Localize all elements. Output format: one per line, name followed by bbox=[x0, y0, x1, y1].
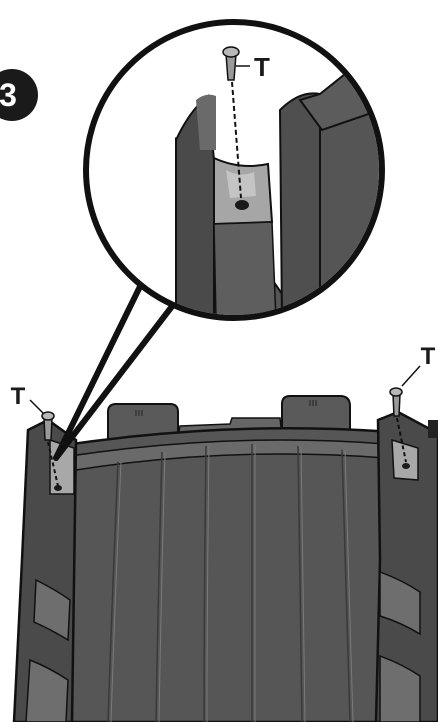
main-panel bbox=[12, 395, 438, 722]
left-screw-label: T bbox=[11, 383, 26, 410]
right-screw-guide bbox=[396, 417, 407, 463]
left-screw: T bbox=[11, 383, 59, 487]
callout-screw: T bbox=[222, 46, 270, 199]
detail-callout: T bbox=[53, 19, 385, 461]
step-badge: 3 bbox=[0, 69, 38, 121]
panel-ribs bbox=[107, 444, 351, 722]
callout-screw-label: T bbox=[254, 52, 270, 82]
callout-screw-hole bbox=[235, 200, 249, 210]
left-screw-guide bbox=[47, 441, 59, 487]
panel-body bbox=[28, 426, 420, 722]
right-screw-label: T bbox=[421, 343, 436, 370]
callout-screw-guide bbox=[231, 81, 242, 199]
step-badge-circle bbox=[0, 69, 38, 121]
left-label-leader bbox=[29, 399, 45, 415]
right-label-leader bbox=[401, 365, 421, 387]
step-number: 3 bbox=[0, 77, 17, 113]
right-screw: T bbox=[389, 343, 436, 463]
